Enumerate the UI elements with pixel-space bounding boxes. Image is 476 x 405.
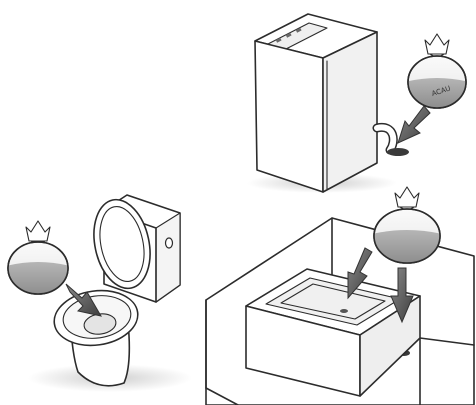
- tub-cleaner-bag: [372, 187, 442, 266]
- bathtub-panel: [206, 187, 474, 405]
- washer-floor-drain: [387, 148, 409, 156]
- toilet-cleaner-bag: [6, 221, 70, 298]
- tub-drain: [340, 309, 348, 313]
- washing-machine-panel: ACAU: [247, 14, 469, 193]
- toilet-panel: [6, 194, 192, 392]
- washing-machine: [255, 14, 377, 192]
- washer-pour-arrow: [398, 106, 430, 143]
- washer-cleaner-bag: ACAU: [405, 34, 469, 110]
- washer-drain-hose: [377, 127, 393, 150]
